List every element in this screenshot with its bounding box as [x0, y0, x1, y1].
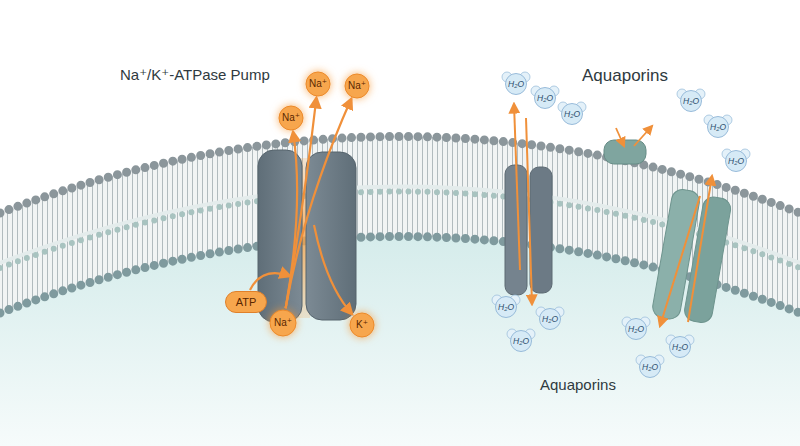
molecule-formula: H₂O: [537, 94, 553, 103]
water-molecule: H₂O: [703, 114, 733, 138]
water-molecule: H₂O: [621, 316, 651, 340]
component-title: Na⁺/K⁺-ATPase Pump: [120, 66, 270, 84]
ion-circle: Na⁺: [344, 73, 370, 99]
transport-arrow: [286, 99, 352, 308]
water-molecule: H₂O: [501, 71, 531, 95]
water-molecule: H₂O: [491, 294, 521, 318]
water-molecule: H₂O: [721, 148, 751, 172]
region-label: Aquaporins: [582, 66, 668, 86]
ion-symbol: Na⁺: [348, 81, 366, 91]
water-molecule: H₂O: [676, 88, 706, 112]
ion-circle: K⁺: [349, 312, 375, 338]
water-molecule: H₂O: [557, 101, 587, 125]
ion-circle: Na⁺: [305, 71, 331, 97]
molecule-formula: H₂O: [672, 343, 688, 352]
water-molecule: H₂O: [665, 334, 695, 358]
molecule-formula: H₂O: [710, 123, 726, 132]
molecule-formula: H₂O: [728, 157, 744, 166]
water-molecule: H₂O: [535, 306, 565, 330]
molecule-formula: H₂O: [683, 97, 699, 106]
molecule-formula: H₂O: [542, 315, 558, 324]
molecule-formula: H₂O: [564, 110, 580, 119]
water-molecule: H₂O: [506, 328, 536, 352]
water-molecule: H₂O: [635, 354, 665, 378]
region-label: Aquaporins: [540, 376, 616, 393]
ion-circle: Na⁺: [269, 309, 297, 337]
ion-symbol: Na⁺: [274, 318, 292, 328]
molecule-formula: H₂O: [642, 363, 658, 372]
molecule-formula: H₂O: [498, 303, 514, 312]
ion-symbol: ATP: [236, 297, 257, 308]
atp-pill: ATP: [225, 291, 267, 313]
transport-arrow: [286, 98, 317, 308]
transport-arrow: [286, 132, 298, 308]
molecule-formula: H₂O: [513, 337, 529, 346]
molecule-formula: H₂O: [508, 80, 524, 89]
ion-symbol: Na⁺: [309, 79, 327, 89]
water-molecule: H₂O: [530, 85, 560, 109]
ion-circle: Na⁺: [278, 105, 304, 131]
ion-symbol: K⁺: [356, 320, 368, 330]
molecule-formula: H₂O: [628, 325, 644, 334]
ion-symbol: Na⁺: [282, 113, 300, 123]
